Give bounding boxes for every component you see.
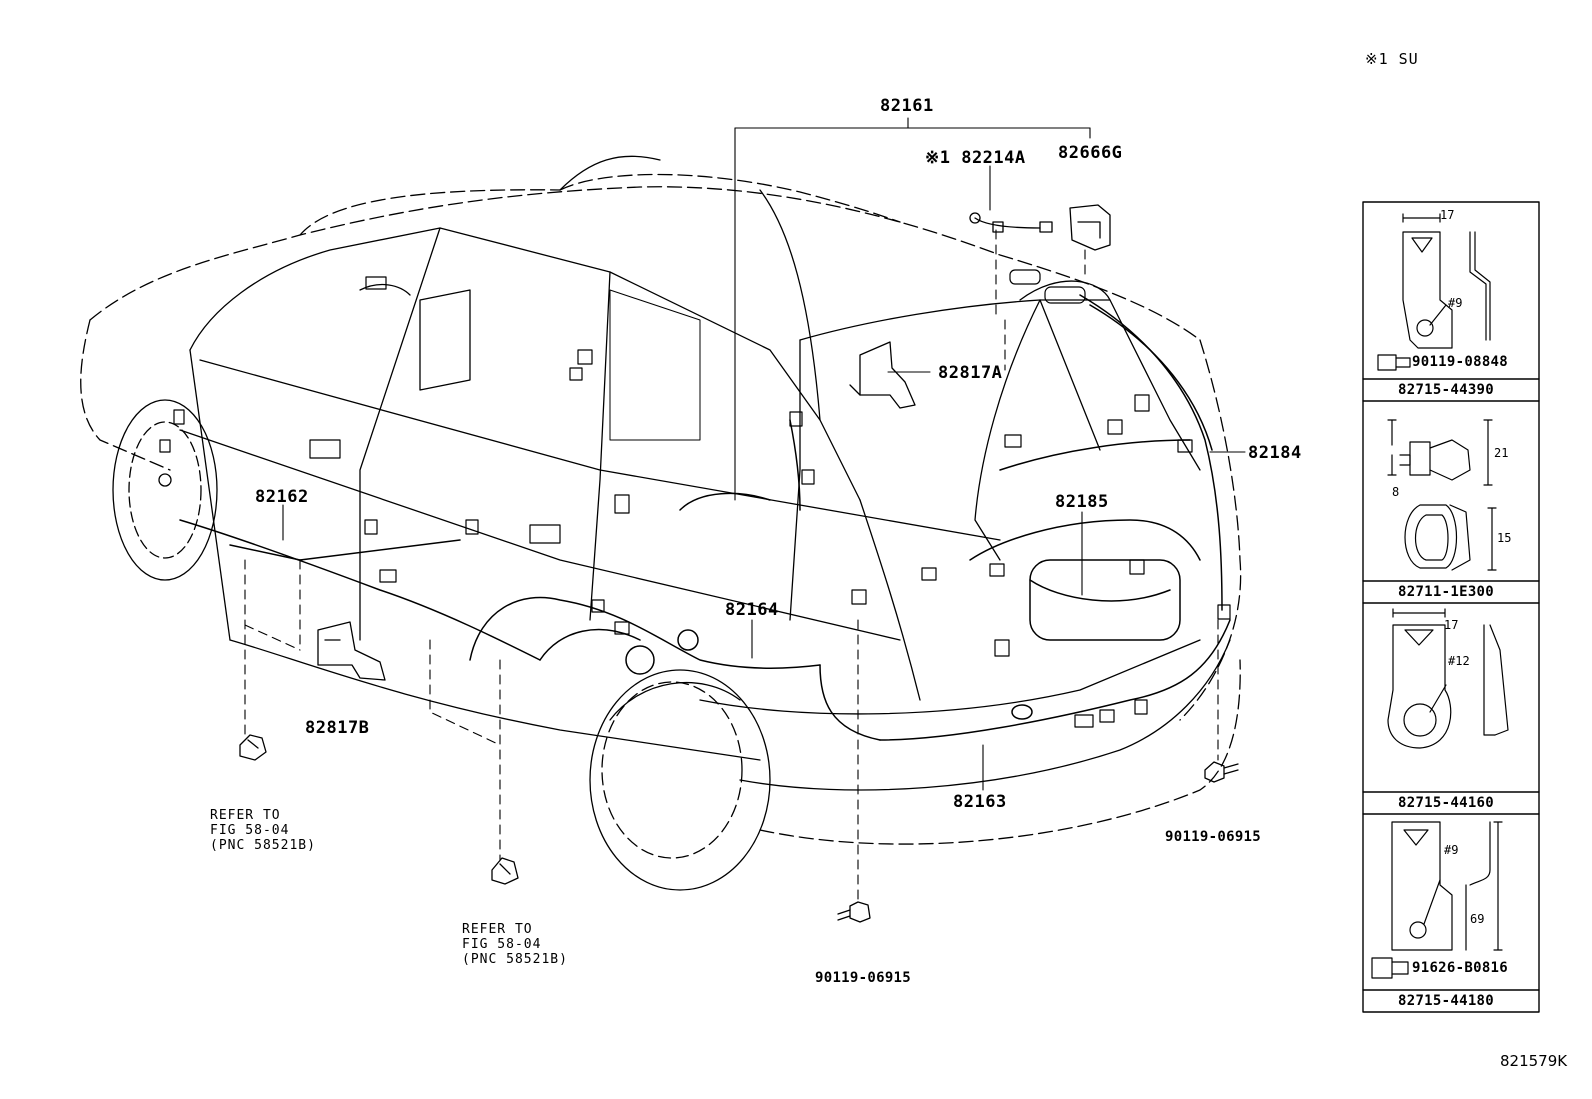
dim-label: #12: [1448, 654, 1470, 668]
bolt-label-90119-08848: 90119-08848: [1412, 354, 1509, 370]
rear-wheel: [589, 669, 771, 891]
label-82163: 82163: [953, 792, 1007, 812]
bracket-82715-44160-sketch: [1387, 608, 1509, 749]
front-wheel: [112, 399, 218, 581]
part-82666G-sketch: [1069, 204, 1111, 251]
cell-footer-82715-44160: 82715-44160: [1398, 795, 1495, 811]
refer-line: (PNC 58521B): [210, 838, 316, 853]
label-82164: 82164: [725, 600, 779, 620]
label-82817A: 82817A: [938, 363, 1003, 383]
vehicle-structure: [179, 155, 1231, 791]
wire-harness-82162: [179, 519, 541, 661]
bracket-82715-44180-sketch: [1371, 821, 1503, 979]
part-82817A-sketch: [849, 341, 916, 409]
label-82161: 82161: [880, 96, 934, 116]
dim-label: 15: [1497, 531, 1512, 545]
refer-note-left: REFER TO FIG 58-04 (PNC 58521B): [210, 808, 316, 853]
bolt-90119-06915-right-sketch: [1204, 761, 1239, 783]
clip-sketch-left: [239, 734, 267, 761]
detail-sidebar: [1362, 201, 1540, 1013]
label-82185: 82185: [1055, 492, 1109, 512]
wire-harness-82184: [999, 294, 1223, 611]
dim-label: 17: [1444, 618, 1459, 632]
dim-label: #9: [1444, 843, 1459, 857]
reference-dashes: [244, 229, 1219, 901]
dim-label: 8: [1392, 485, 1400, 499]
leader-lines: [282, 117, 1246, 791]
wire-harness-82161: [679, 419, 801, 511]
refer-line: REFER TO: [462, 922, 533, 937]
clip-sketch-middle: [491, 857, 519, 885]
label-82184: 82184: [1248, 443, 1302, 463]
label-82162: 82162: [255, 487, 309, 507]
dim-label: 69: [1470, 912, 1485, 926]
label-90119-06915-right: 90119-06915: [1165, 829, 1262, 845]
label-82817B: 82817B: [305, 718, 370, 738]
bracket-82715-44390-sketch: [1377, 213, 1491, 371]
label-82666G: 82666G: [1058, 143, 1123, 163]
refer-line: REFER TO: [210, 808, 281, 823]
dim-label: #9: [1448, 296, 1463, 310]
diagram-code: 821579K: [1500, 1052, 1568, 1070]
dim-label: 17: [1440, 208, 1455, 222]
option-note: ※1 SU: [1365, 50, 1419, 68]
bolt-90119-06915-bottom-sketch: [837, 901, 871, 923]
wire-harness-82185: [969, 519, 1201, 641]
harness-connectors: [159, 269, 1231, 728]
bolt-label-91626-B0816: 91626-B0816: [1412, 960, 1509, 976]
dim-label: 21: [1494, 446, 1509, 460]
clip-82711-1E300-sketch: [1387, 419, 1497, 571]
part-82817B-sketch: [317, 621, 386, 681]
refer-line: FIG 58-04: [210, 823, 290, 838]
label-82214A: ※1 82214A: [925, 148, 1026, 168]
part-82214A-sketch: [969, 212, 1053, 233]
refer-line: (PNC 58521B): [462, 952, 568, 967]
refer-note-middle: REFER TO FIG 58-04 (PNC 58521B): [462, 922, 568, 967]
cell-footer-82715-44180: 82715-44180: [1398, 993, 1495, 1009]
cell-footer-82715-44390: 82715-44390: [1398, 382, 1495, 398]
label-90119-06915-bottom: 90119-06915: [815, 970, 912, 986]
vehicle-body: [80, 173, 1242, 845]
wire-harness-82163: [819, 619, 1231, 741]
cell-footer-82711-1E300: 82711-1E300: [1398, 584, 1495, 600]
refer-line: FIG 58-04: [462, 937, 542, 952]
